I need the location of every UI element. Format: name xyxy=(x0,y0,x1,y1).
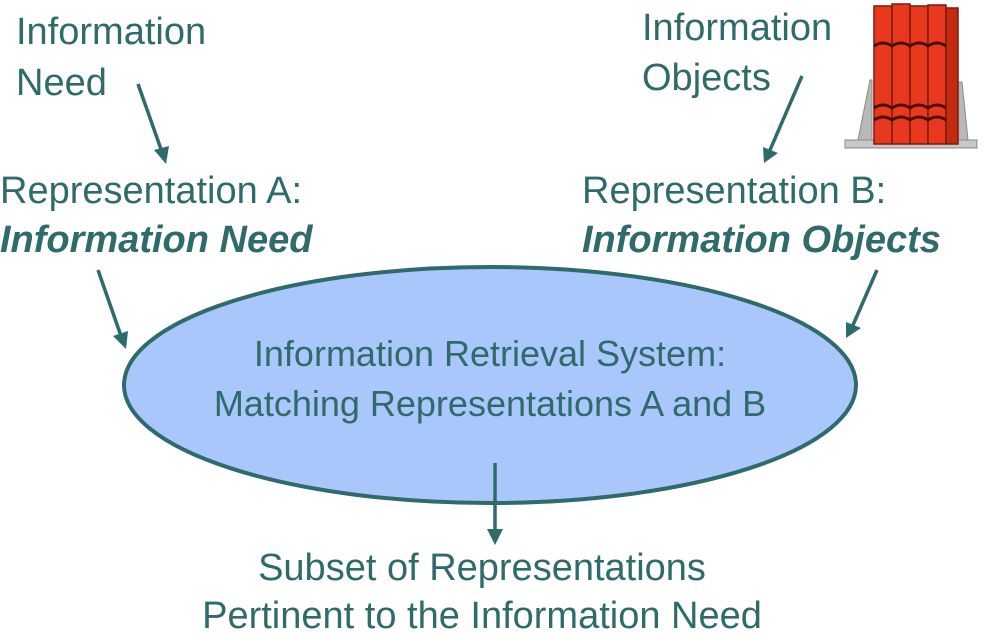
result-label-line1: Subset of Representations xyxy=(258,547,706,589)
arrowhead-objects-to-rep-b xyxy=(763,147,778,163)
arrow-rep-a-to-system xyxy=(96,269,123,337)
arrow-objects-to-rep-b xyxy=(768,75,804,151)
arrowhead-rep-a-to-system xyxy=(113,331,128,349)
arrowhead-system-to-result xyxy=(487,529,503,545)
arrowhead-need-to-rep-a xyxy=(154,146,169,164)
arrow-need-to-rep-a xyxy=(136,83,164,153)
rep-a-label-line1: Representation A: xyxy=(0,170,302,212)
arrowhead-rep-b-to-system xyxy=(846,322,861,338)
info-objects-label-line2: Objects xyxy=(642,57,771,99)
info-need-label-line1: Information xyxy=(16,11,206,53)
books-icon xyxy=(844,3,978,149)
system-label-line2: Matching Representations A and B xyxy=(214,383,766,424)
result-label-line2: Pertinent to the Information Need xyxy=(202,595,762,637)
arrow-rep-b-to-system xyxy=(851,269,879,326)
rep-a-label-line2: Information Need xyxy=(0,219,313,261)
rep-b-label-line2: Information Objects xyxy=(582,219,941,261)
retrieval-system-ellipse xyxy=(122,265,858,505)
info-need-label-line2: Need xyxy=(16,62,107,104)
rep-b-label-line1: Representation B: xyxy=(582,170,886,212)
system-label-line1: Information Retrieval System: xyxy=(254,333,726,374)
info-objects-label-line1: Information xyxy=(642,7,832,49)
